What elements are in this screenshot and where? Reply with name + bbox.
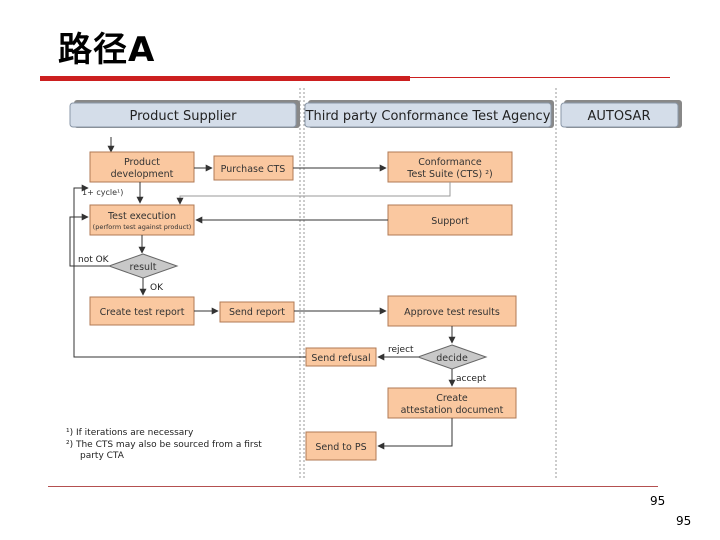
decision-decide-label: decide: [436, 353, 468, 364]
arrow-cts-to-test-exec: [176, 182, 451, 205]
box-create-test-report-label: Create test report: [100, 307, 185, 318]
label-ok: OK: [150, 283, 164, 293]
box-send-to-ps-label: Send to PS: [315, 442, 366, 453]
page-number-corner: 95: [676, 514, 692, 528]
footnote-1: ¹) If iterations are necessary: [66, 428, 194, 438]
box-create-attestation-line2: attestation document: [401, 405, 504, 416]
decision-result-label: result: [130, 262, 157, 273]
box-test-execution-line2: (perform test against product): [93, 223, 192, 231]
box-purchase-cts-label: Purchase CTS: [221, 164, 286, 175]
box-send-refusal-label: Send refusal: [311, 353, 370, 364]
title-underline-accent: [40, 76, 410, 81]
box-product-development-line1: Product: [124, 157, 160, 168]
box-create-test-report: [89, 296, 195, 326]
box-support-label: Support: [431, 216, 469, 227]
lane-title-supplier: Product Supplier: [129, 109, 237, 124]
box-send-report: [219, 301, 295, 323]
box-create-attestation: [387, 387, 517, 419]
label-not-ok: not OK: [78, 255, 110, 265]
box-approve-label: Approve test results: [404, 307, 500, 318]
box-purchase-cts: [213, 155, 294, 181]
arrow-refusal-loop: [73, 184, 306, 358]
box-send-report-label: Send report: [229, 307, 285, 318]
label-reject: reject: [388, 345, 414, 355]
lane-title-autosar: AUTOSAR: [587, 109, 650, 124]
label-cycle: 1+ cycle¹): [82, 188, 123, 197]
box-test-execution-line1: Test execution: [107, 211, 176, 222]
box-approve-test-results: [387, 295, 517, 327]
box-cts-line2: Test Suite (CTS) ²): [406, 169, 492, 180]
box-product-development-line2: development: [111, 169, 174, 180]
lane-header-supplier: [69, 102, 297, 128]
arrow-attestation-to-ps: [377, 418, 453, 450]
lane-header-autosar: [560, 102, 679, 128]
lane-header-agency: [304, 102, 552, 128]
arrow-not-ok-loop: [69, 213, 109, 267]
page-title: 路径A: [58, 30, 156, 70]
box-support: [387, 204, 513, 236]
footnote-2b: party CTA: [80, 451, 125, 461]
box-send-to-ps: [305, 431, 377, 461]
footer-rule: [48, 486, 658, 487]
footnote-2a: ²) The CTS may also be sourced from a fi…: [66, 440, 262, 450]
page-number: 95: [650, 494, 666, 508]
box-cts-line1: Conformance: [418, 157, 482, 168]
box-create-attestation-line1: Create: [436, 393, 468, 404]
lane-title-agency: Third party Conformance Test Agency: [305, 109, 551, 124]
box-product-development: [89, 151, 195, 183]
label-accept: accept: [456, 374, 487, 384]
